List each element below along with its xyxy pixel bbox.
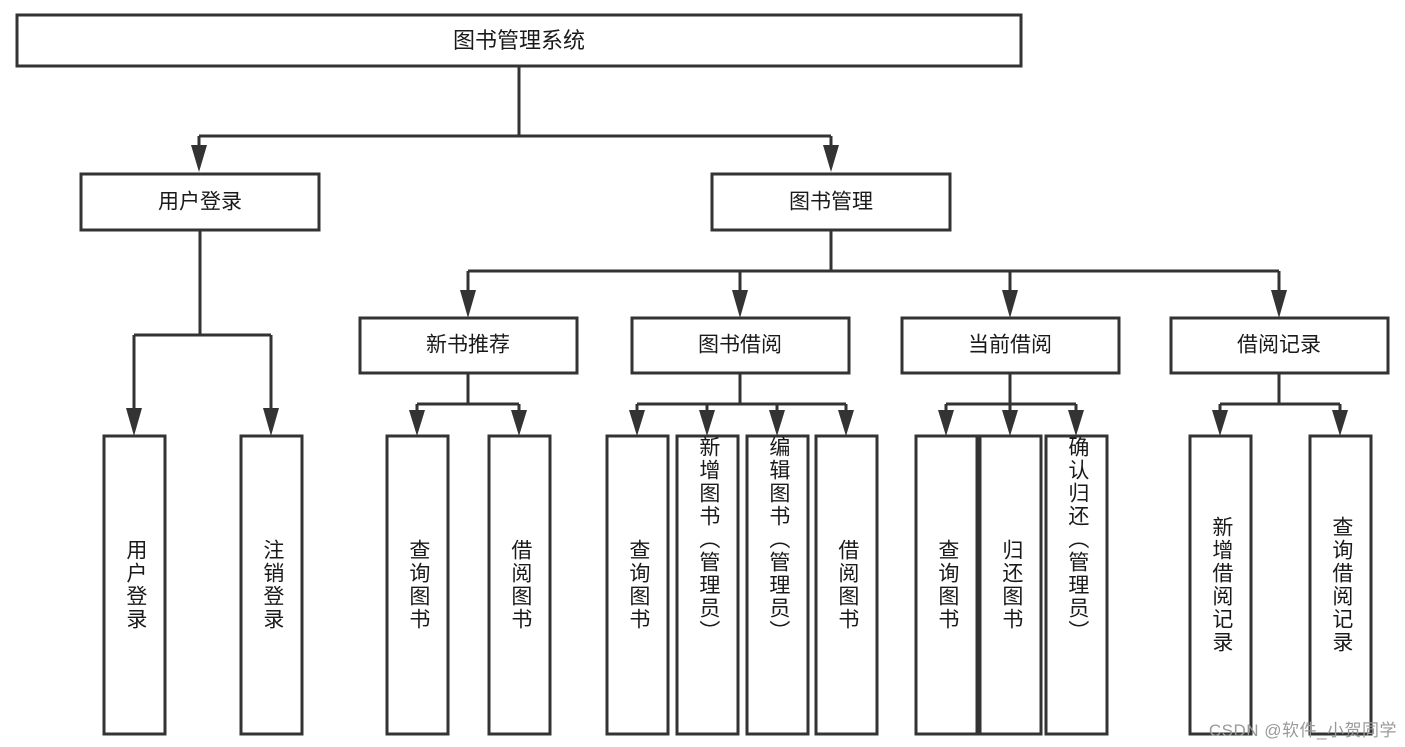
arrow-head-current-borrow	[1002, 290, 1018, 318]
leaf-box-query-book-2[interactable]	[605, 434, 670, 736]
node-new-book-recommend-label: 新书推荐	[426, 334, 510, 357]
node-root-label: 图书管理系统	[453, 28, 585, 53]
node-current-borrow-box	[900, 316, 1121, 375]
leaf-box-edit-book[interactable]	[745, 434, 810, 736]
node-borrow-record-box	[1169, 316, 1390, 375]
leaf-box-borrow-book-1[interactable]	[487, 434, 552, 736]
connector-book-management-to-level2	[460, 230, 1287, 318]
node-book-management-box	[710, 172, 952, 232]
leaf-box-borrow-book-2[interactable]	[814, 434, 879, 736]
node-new-book-recommend[interactable]: 新书推荐	[358, 316, 579, 375]
leaf-box-user-logout[interactable]	[239, 434, 304, 736]
leaf-box-add-record[interactable]	[1188, 434, 1253, 736]
arrow-head-leaf-add-record	[1212, 410, 1228, 436]
leaf-box-confirm-return[interactable]	[1044, 434, 1109, 736]
arrow-head-leaf-user-login	[126, 408, 142, 436]
arrow-head-borrow-record	[1271, 290, 1287, 318]
connector-borrow-record-to-leaves	[1212, 373, 1348, 436]
arrow-head-leaf-add-book	[699, 410, 715, 436]
node-borrow-record-label: 借阅记录	[1237, 334, 1321, 357]
arrow-head-leaf-borrow-book-1	[511, 410, 527, 436]
arrow-head-leaf-query-book-2	[629, 410, 645, 436]
arrow-head-leaf-query-book-1	[409, 410, 425, 436]
arrow-head-leaf-query-book-3	[938, 410, 954, 436]
leaf-box-user-login[interactable]	[102, 434, 167, 736]
node-book-borrow[interactable]: 图书借阅	[630, 316, 851, 375]
arrow-head-user-login	[191, 145, 207, 172]
leaf-box-query-book-1[interactable]	[385, 434, 450, 736]
node-book-management[interactable]: 图书管理	[710, 172, 952, 232]
connector-current-borrow-to-leaves	[938, 373, 1084, 436]
arrow-head-book-borrow	[732, 290, 748, 318]
leaf-box-query-record[interactable]	[1308, 434, 1373, 736]
connector-user-login-to-leaves	[126, 230, 279, 436]
node-book-borrow-label: 图书借阅	[698, 334, 782, 357]
arrow-head-leaf-borrow-book-2	[838, 410, 854, 436]
arrow-head-leaf-edit-book	[769, 410, 785, 436]
node-book-management-label: 图书管理	[789, 191, 873, 214]
node-root-box	[15, 13, 1023, 68]
arrow-head-leaf-return-book	[1002, 410, 1018, 436]
connector-new-book-recommend-to-leaves	[409, 373, 527, 436]
arrow-head-book-management	[823, 145, 839, 172]
arrow-head-leaf-user-logout	[263, 408, 279, 436]
node-user-login[interactable]: 用户登录	[79, 172, 321, 232]
connector-book-borrow-to-leaves	[629, 373, 854, 436]
node-current-borrow[interactable]: 当前借阅	[900, 316, 1121, 375]
node-book-borrow-box	[630, 316, 851, 375]
arrow-head-leaf-query-record	[1332, 410, 1348, 436]
node-current-borrow-label: 当前借阅	[968, 334, 1052, 357]
leaf-box-add-book[interactable]	[675, 434, 740, 736]
leaf-box-query-book-3[interactable]	[914, 434, 979, 736]
node-user-login-label: 用户登录	[158, 191, 242, 214]
arrow-head-leaf-confirm-return	[1068, 410, 1084, 436]
leaf-box-return-book[interactable]	[978, 434, 1043, 736]
connector-root-to-level1	[191, 66, 839, 172]
node-new-book-recommend-box	[358, 316, 579, 375]
node-borrow-record[interactable]: 借阅记录	[1169, 316, 1390, 375]
arrow-head-new-book-recommend	[460, 290, 476, 318]
node-root[interactable]: 图书管理系统	[15, 13, 1023, 68]
